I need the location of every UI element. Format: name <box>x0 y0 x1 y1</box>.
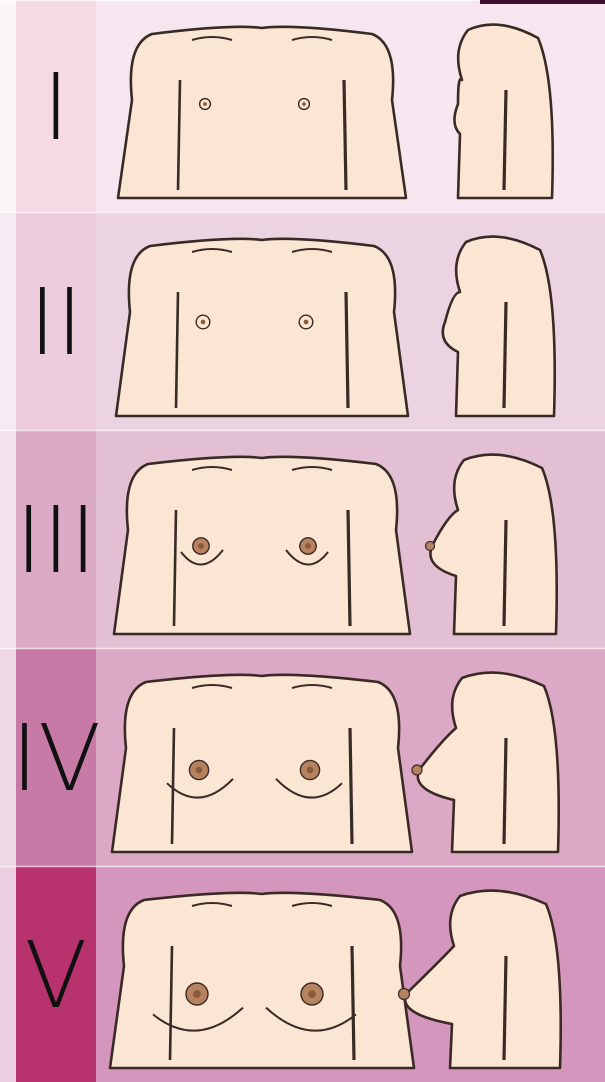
nipple-left <box>198 543 204 549</box>
side-nipple <box>412 765 422 775</box>
nipple-left <box>193 990 201 998</box>
nipple-left <box>201 320 206 325</box>
front-torso <box>110 893 414 1068</box>
side-nipple <box>426 542 435 551</box>
stage-label: III <box>15 487 96 594</box>
side-arm-line <box>504 90 506 190</box>
stage-label: I <box>42 54 69 161</box>
side-arm-line <box>504 738 506 844</box>
stage-row: III <box>0 430 605 648</box>
nipple-right <box>307 767 314 774</box>
front-torso <box>112 675 412 852</box>
nipple-right <box>302 102 306 106</box>
stage-label: V <box>25 922 88 1029</box>
nipple-left <box>196 767 203 774</box>
arm-line-right <box>346 292 348 408</box>
nipple-right <box>304 320 309 325</box>
side-arm-line <box>504 520 506 626</box>
left-margin <box>0 866 16 1082</box>
side-arm-line <box>504 956 506 1060</box>
arm-line-right <box>344 80 346 190</box>
stage-label: II <box>29 269 83 376</box>
front-torso <box>116 239 408 416</box>
left-margin <box>0 0 16 212</box>
front-torso <box>118 27 406 198</box>
arm-line-right <box>352 946 354 1060</box>
stage-row: II <box>0 212 605 430</box>
nipple-left <box>203 102 207 106</box>
corner-tab <box>480 0 605 4</box>
arm-line-right <box>350 728 352 844</box>
stage-row: V <box>0 866 605 1082</box>
front-torso <box>114 457 410 634</box>
arm-line-right <box>348 510 350 626</box>
nipple-right <box>305 543 311 549</box>
stage-label: IV <box>11 705 101 812</box>
left-margin <box>0 430 16 648</box>
left-margin <box>0 212 16 430</box>
stage-row: I <box>0 0 605 212</box>
stage-row: IV <box>0 648 605 866</box>
side-nipple <box>399 989 410 1000</box>
side-profile <box>443 237 555 416</box>
side-arm-line <box>504 302 506 408</box>
nipple-right <box>308 990 316 998</box>
